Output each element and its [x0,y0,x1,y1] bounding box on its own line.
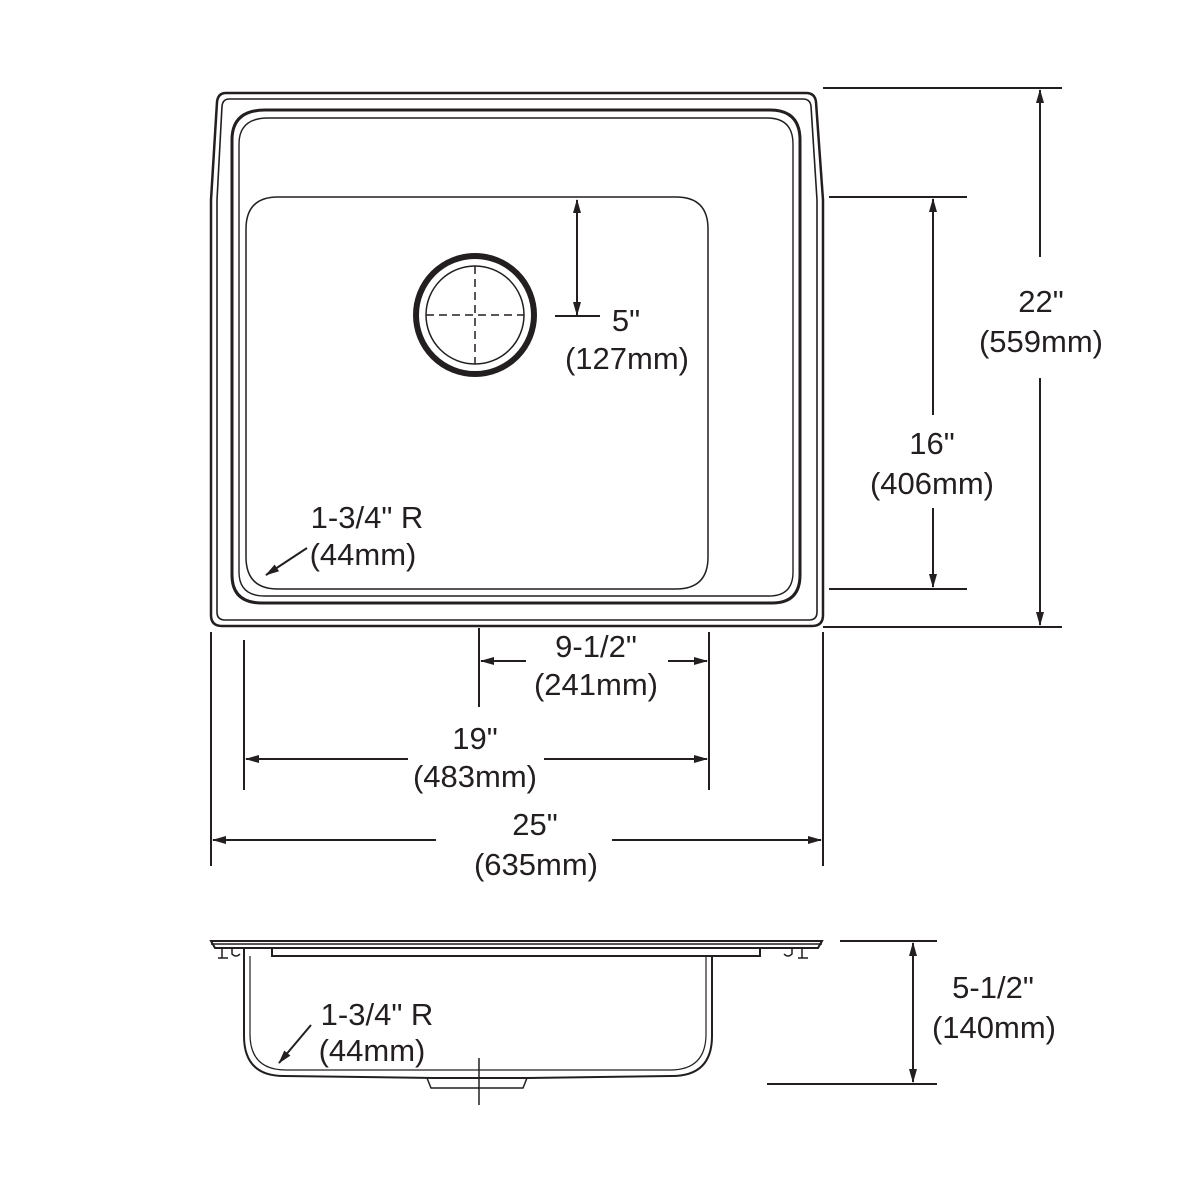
dimension-drain-centerline: 9-1/2" (241mm) [478,628,710,790]
sink-outer-rim [209,91,825,628]
drain-centerline-imperial: 9-1/2" [555,629,637,664]
sink-deck-edge [230,108,802,605]
dimension-corner-radius-side: 1-3/4" R (44mm) [278,997,434,1068]
drain-centerline-metric: (241mm) [534,667,658,702]
sink-side-view: 1-3/4" R (44mm) 5-1/2" (140mm) [209,940,1056,1105]
sink-deck-edge-inner [238,117,794,597]
corner-radius-side-imperial: 1-3/4" R [321,997,434,1032]
overall-width-metric: (635mm) [474,847,598,882]
sink-outer-rim-inner [216,98,818,621]
drain-offset-imperial: 5" [612,303,640,338]
dimension-overall-depth: 22" (559mm) [823,87,1103,628]
corner-radius-top-metric: (44mm) [310,537,417,572]
bowl-width-imperial: 19" [452,721,498,756]
bowl-depth-imperial: 16" [909,426,955,461]
dimension-corner-radius-top: 1-3/4" R (44mm) [265,500,424,576]
side-bowl-profile [243,948,713,1079]
overall-depth-metric: (559mm) [979,324,1103,359]
side-rim [209,940,824,949]
bowl-depth-metric: (406mm) [870,466,994,501]
drain-offset-metric: (127mm) [565,341,689,376]
bowl-height-metric: (140mm) [932,1010,1056,1045]
dimension-bowl-depth: 16" (406mm) [829,196,994,590]
dimension-bowl-height: 5-1/2" (140mm) [767,940,1056,1085]
side-drain-icon [426,1077,528,1089]
drain-icon [413,253,537,377]
dimension-bowl-width: 19" (483mm) [243,640,708,794]
bowl-width-metric: (483mm) [413,759,537,794]
bowl-height-imperial: 5-1/2" [952,970,1034,1005]
dimension-overall-width: 25" (635mm) [210,632,824,882]
bowl-floor [245,196,709,590]
corner-radius-top-imperial: 1-3/4" R [311,500,424,535]
sink-top-view: 5" (127mm) 1-3/4" R (44mm) 22" (559mm) 1… [209,87,1103,882]
corner-radius-side-metric: (44mm) [319,1033,426,1068]
overall-depth-imperial: 22" [1018,284,1064,319]
dimension-drain-offset: 5" (127mm) [555,199,689,376]
overall-width-imperial: 25" [512,807,558,842]
